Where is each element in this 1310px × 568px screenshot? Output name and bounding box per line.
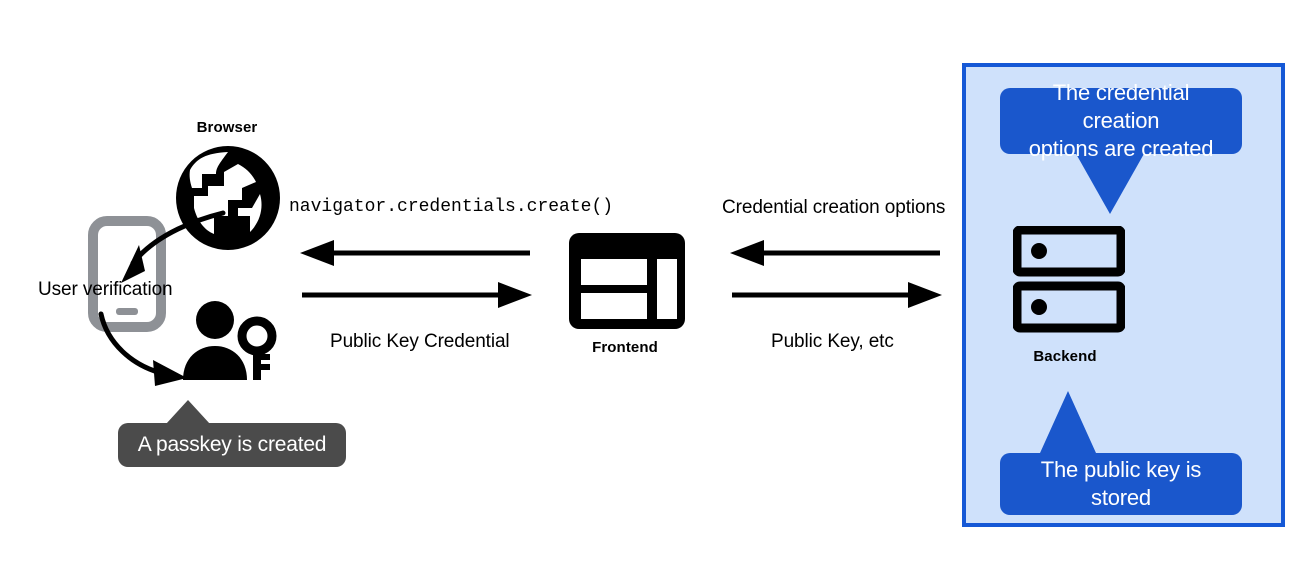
- flow-label-navigator-create: navigator.credentials.create(): [289, 197, 614, 217]
- arrow-browser-to-device: [95, 205, 230, 295]
- arrow-frontend-to-browser: [300, 240, 532, 266]
- callout-public-key-stored-line2: stored: [1091, 485, 1151, 510]
- arrow-backend-to-frontend: [730, 240, 942, 266]
- callout-passkey-created-text: A passkey is created: [137, 432, 327, 456]
- flow-label-public-key-etc: Public Key, etc: [771, 331, 894, 352]
- backend-label: Backend: [1033, 348, 1097, 365]
- callout-passkey-created-tail-icon: [166, 400, 210, 424]
- callout-credential-options-line1: The credential creation: [1052, 79, 1190, 133]
- flow-label-public-key-credential: Public Key Credential: [330, 331, 510, 352]
- server-stack-icon: [1012, 225, 1126, 339]
- arrow-frontend-to-backend: [730, 282, 942, 308]
- flow-label-credential-creation-options: Credential creation options: [722, 197, 946, 218]
- callout-credential-options-line2: options are created: [1028, 136, 1214, 162]
- callout-public-key-stored: The public key is stored: [1000, 453, 1242, 515]
- browser-label: Browser: [196, 119, 258, 136]
- dashboard-layout-icon: [568, 232, 686, 335]
- user-verification-label: User verification: [38, 279, 173, 300]
- callout-passkey-created: A passkey is created: [118, 423, 346, 467]
- arrow-browser-to-frontend: [300, 282, 532, 308]
- callout-credential-options: The credential creation options are crea…: [1000, 80, 1242, 161]
- callout-credential-options-tail-icon: [1075, 152, 1145, 214]
- callout-public-key-stored-tail-icon: [1040, 391, 1096, 453]
- arrow-device-to-user: [95, 310, 220, 400]
- frontend-label: Frontend: [592, 339, 658, 356]
- mobile-phone-icon: [88, 216, 166, 337]
- person-with-key-icon: [180, 300, 280, 387]
- callout-public-key-stored-line1: The public key is: [1040, 456, 1202, 482]
